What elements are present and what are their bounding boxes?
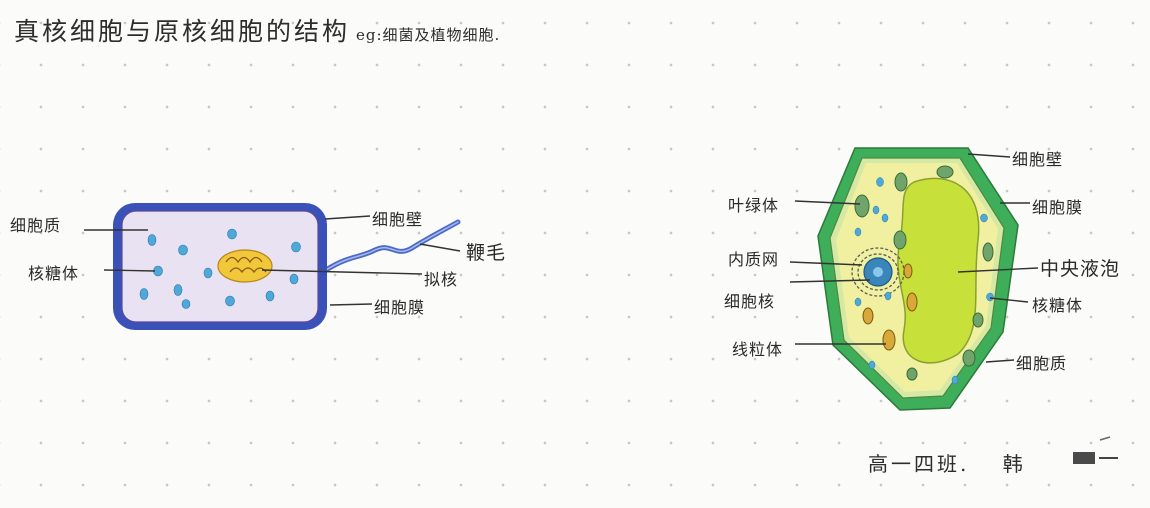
ribosome-dot xyxy=(881,213,889,223)
plant-cell xyxy=(789,147,1039,411)
ribosome-dot xyxy=(291,241,301,253)
chloroplast xyxy=(962,349,976,367)
ribosome-dot xyxy=(854,227,862,237)
chloroplast xyxy=(894,172,908,192)
chloroplast xyxy=(893,230,907,250)
ribosome-dot xyxy=(227,228,237,240)
ribosome-dot xyxy=(868,360,876,370)
plant-ribosomes xyxy=(854,177,994,385)
chloroplast xyxy=(854,194,870,218)
ribosome-dot xyxy=(980,213,988,223)
bacteria-ribosomes xyxy=(139,228,301,309)
ribosome-dot xyxy=(854,297,862,307)
page-title: 真核细胞与原核细胞的结构 eg:细菌及植物细胞. xyxy=(14,12,500,48)
chloroplast xyxy=(982,242,994,262)
chloroplast xyxy=(936,165,954,179)
bacteria-leader-lines xyxy=(84,215,461,306)
nucleoid xyxy=(217,249,273,283)
label-flagellum: 鞭毛 xyxy=(466,242,507,264)
signature-name: 韩 xyxy=(1002,452,1026,476)
chloroplast xyxy=(906,367,918,381)
bacterium xyxy=(84,203,461,330)
ribosome-dot xyxy=(876,177,884,187)
signature-class: 高一四班. xyxy=(868,452,970,476)
ribosome-dot xyxy=(872,205,880,215)
ribosome-dot xyxy=(173,284,183,296)
label-central-vacuole: 中央液泡 xyxy=(1040,258,1121,280)
mitochondrion xyxy=(862,307,874,325)
ribosome-dot xyxy=(289,273,299,285)
mitochondrion xyxy=(906,292,918,312)
title-text: 真核细胞与原核细胞的结构 xyxy=(14,17,351,46)
ribosome-dot xyxy=(139,288,149,300)
ribosome-dot xyxy=(951,375,959,385)
ribosome-dot xyxy=(225,295,235,307)
ribosome-dot xyxy=(178,244,188,256)
ribosome-dot xyxy=(147,234,157,246)
label-mitochondria: 线粒体 xyxy=(732,340,784,359)
label-plant-cell-membrane: 细胞膜 xyxy=(1032,198,1084,217)
signature-scribble xyxy=(1073,436,1118,464)
label-er: 内质网 xyxy=(728,250,780,269)
label-plant-cell-wall: 细胞壁 xyxy=(1012,150,1064,169)
signature: 高一四班. 韩 xyxy=(868,448,1026,477)
chloroplasts xyxy=(854,165,994,381)
mitochondrion xyxy=(903,263,913,279)
label-nucleus: 细胞核 xyxy=(724,292,776,311)
label-bacteria-cytoplasm: 细胞质 xyxy=(10,216,62,235)
label-plant-ribosome: 核糖体 xyxy=(1032,296,1084,315)
label-bacteria-cell-wall: 细胞壁 xyxy=(372,210,424,229)
mitochondrion xyxy=(882,329,896,351)
plant-leader-lines xyxy=(789,153,1039,363)
label-bacteria-cell-membrane: 细胞膜 xyxy=(374,298,426,317)
ribosome-dot xyxy=(181,299,191,309)
chloroplast xyxy=(972,312,984,328)
ribosome-dot xyxy=(203,267,213,279)
ribosome-dot xyxy=(265,290,275,302)
ribosome-dot xyxy=(884,291,892,301)
label-bacteria-ribosome: 核糖体 xyxy=(28,264,80,283)
mitochondria xyxy=(862,263,918,351)
ribosome-dot xyxy=(986,292,994,302)
label-chloroplast: 叶绿体 xyxy=(728,196,780,215)
label-nucleoid: 拟核 xyxy=(424,270,459,289)
subtitle-text: eg:细菌及植物细胞. xyxy=(356,26,501,44)
label-plant-cytoplasm: 细胞质 xyxy=(1016,354,1068,373)
